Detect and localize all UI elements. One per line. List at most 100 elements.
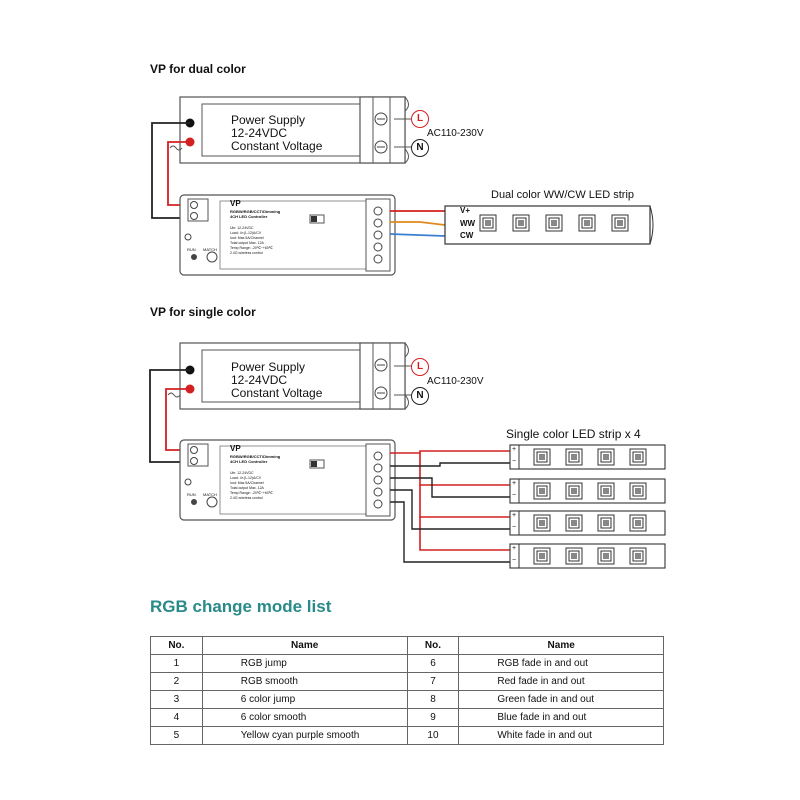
strip2-plus: + [512,480,517,487]
single-led-strip-4 [510,544,665,568]
channel-wire-3 [390,489,510,530]
mode-name: 6 color jump [201,690,408,709]
single-vplus-wire-1 [390,450,510,454]
cw-label: CW [460,231,474,240]
mode-name: Green fade in and out [458,690,664,709]
ctrl1-desc2: 4CH LED Controller [230,214,268,219]
single-led-strip-2 [510,479,665,503]
single-strip-title: Single color LED strip x 4 [506,427,641,441]
mode-no: 10 [406,726,460,745]
dual-strip-title: Dual color WW/CW LED strip [491,189,635,201]
psu2-label-line1: Power Supply [231,360,306,374]
header-no-2: No. [406,636,460,655]
strip3-plus: + [512,512,517,519]
psu1-label-line2: 12-24VDC [231,126,288,140]
strip4-plus: + [512,545,517,552]
vplus-label: V+ [460,206,471,215]
ctrl2-desc2: 4CH LED Controller [230,459,268,464]
ac-label: AC110-230V [427,128,484,139]
ctrl2-spec5: Temp Range: -20℃~+60℃ [230,491,273,495]
ww-wire [390,221,446,226]
dual-section-title: VP for dual color [150,62,246,76]
table-header-row: No. Name No. Name [150,636,664,655]
ctrl2-spec6: 2.4G wireless control [230,496,263,500]
n-terminal-label: N [416,142,424,153]
header-no-1: No. [150,636,203,655]
header-name-2: Name [458,636,664,655]
ctrl2-spec2: Load: 4×(1-12)A/CV [230,476,262,480]
rgb-mode-table: No. Name No. Name 1 RGB jump 6 RGB fade … [150,636,664,745]
table-row: 4 6 color smooth 9 Blue fade in and out [150,708,664,727]
dc2-negative-wire [149,369,192,463]
header-name-1: Name [201,636,408,655]
strip2-minus: − [512,492,517,499]
l-terminal-badge: L [411,110,429,128]
mode-no: 7 [406,672,460,691]
mode-no: 4 [150,708,203,727]
ctrl2-desc1: RGBW/RGB/CCT/Dimming [230,454,281,459]
table-row: 5 Yellow cyan purple smooth 10 White fad… [150,726,664,745]
channel-wire-1 [390,462,510,467]
mode-name: Yellow cyan purple smooth [201,726,408,745]
single-controller [179,439,396,521]
mode-no: 9 [406,708,460,727]
channel-wire-4 [390,501,510,563]
mode-name: RGB smooth [201,672,408,691]
ctrl1-spec4: Total output Max. 12A [230,241,264,245]
n2-terminal-badge: N [411,387,429,405]
psu1-label-line3: Constant Voltage [231,139,323,153]
mode-name: RGB fade in and out [458,654,664,673]
mode-name: 6 color smooth [201,708,408,727]
psu2-label-line3: Constant Voltage [231,386,323,400]
ctrl1-spec1: Uin: 12-24VDC [230,226,254,230]
mode-no: 2 [150,672,203,691]
table-row: 1 RGB jump 6 RGB fade in and out [150,654,664,673]
ctrl2-match-label: MATCH [203,492,217,497]
single-led-strip-1 [510,445,665,469]
ww-label: WW [460,219,476,228]
ctrl2-run-label: RUN [187,492,196,497]
mode-name: Blue fade in and out [458,708,664,727]
n2-terminal-label: N [416,390,424,401]
cw-wire [389,233,446,237]
mode-name: RGB jump [201,654,408,673]
mode-no: 8 [406,690,460,709]
single-section-title: VP for single color [150,305,256,319]
mode-name: Red fade in and out [458,672,664,691]
ctrl2-name: VP [230,444,241,453]
mode-no: 1 [150,654,203,673]
l2-terminal-badge: L [411,358,429,376]
ctrl1-name: VP [230,199,241,208]
dual-psu [179,96,410,164]
ctrl1-spec2: Load: 4×(1-12)A/CV [230,231,262,235]
strip3-minus: − [512,524,517,531]
dc2-positive-wire [165,388,192,451]
ctrl1-desc1: RGBW/RGB/CCT/Dimming [230,209,281,214]
l2-terminal-label: L [416,361,424,372]
ctrl2-spec1: Uin: 12-24VDC [230,471,254,475]
dual-led-strip [444,205,654,245]
single-led-strip-3 [510,511,665,535]
ctrl2-spec3: Iout: Max.5A/Channel [230,481,264,485]
ctrl1-spec5: Temp Range: -20℃~+60℃ [230,246,273,250]
ctrl1-run-label: RUN [187,247,196,252]
ctrl1-spec6: 2.4G wireless control [230,251,263,255]
ctrl1-match-label: MATCH [203,247,217,252]
n-terminal-badge: N [411,139,429,157]
psu2-label-line2: 12-24VDC [231,373,288,387]
mode-name: White fade in and out [458,726,664,745]
mode-no: 5 [150,726,203,745]
single-vplus-wire-3 [419,485,510,518]
strip1-plus: + [512,446,517,453]
strip4-minus: − [512,557,517,564]
l-terminal-label: L [416,113,424,124]
mode-no: 6 [406,654,460,673]
table-row: 2 RGB smooth 7 Red fade in and out [150,672,664,691]
dual-controller [179,194,396,276]
channel-wire-2 [390,477,510,498]
mode-no: 3 [150,690,203,709]
table-row: 3 6 color jump 8 Green fade in and out [150,690,664,709]
rgb-mode-list-title: RGB change mode list [150,597,332,616]
dc-negative-wire [151,122,192,219]
